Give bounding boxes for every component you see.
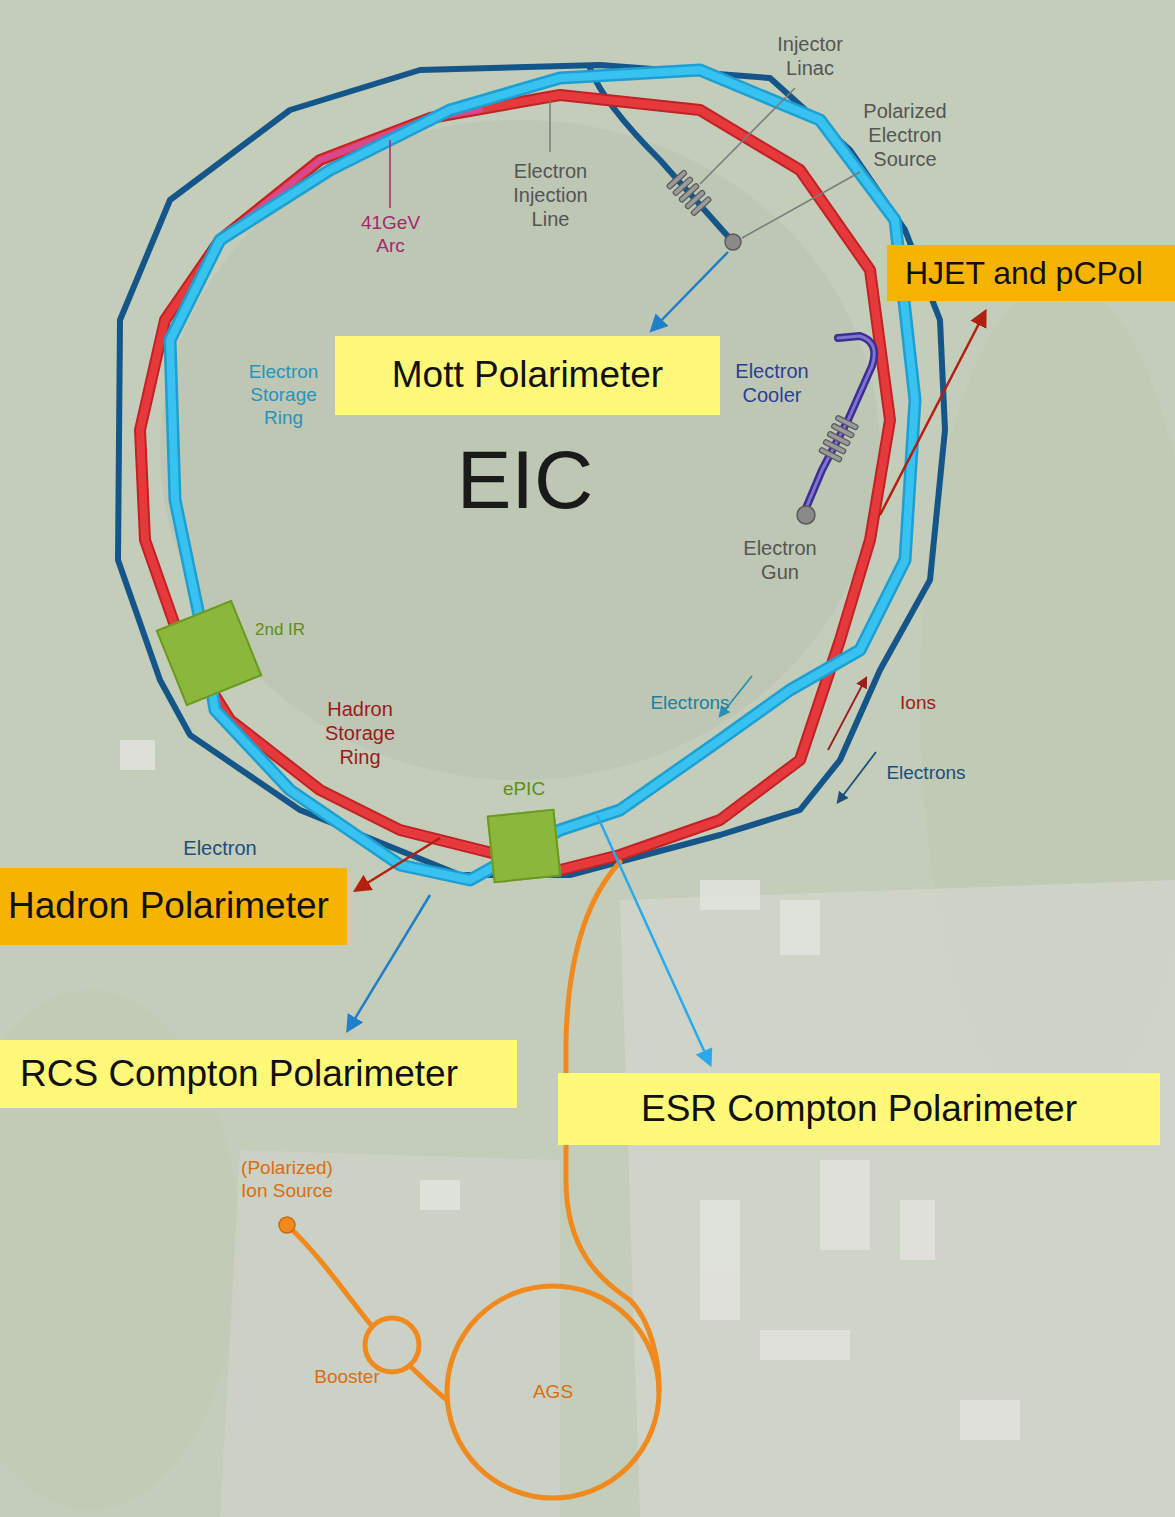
map-label: Booster xyxy=(297,1366,397,1389)
direction-arrow xyxy=(828,678,866,750)
polarimeter-name: ESR Compton Polarimeter xyxy=(641,1088,1077,1131)
pointer-arrow xyxy=(597,815,710,1064)
interaction-region: ePIC xyxy=(490,812,558,880)
electron-gun-dot xyxy=(797,506,815,524)
pointer-arrow xyxy=(880,312,985,515)
electron-source-dot xyxy=(725,234,741,250)
forest-patch xyxy=(160,120,880,780)
campus-area xyxy=(220,1150,560,1517)
map-label: Electron Storage Ring xyxy=(236,361,331,429)
direction-arrow xyxy=(838,752,876,802)
green-square xyxy=(487,809,562,884)
map-label: Hadron Storage Ring xyxy=(305,697,415,769)
linac-coil xyxy=(666,170,711,216)
pointer-arrow xyxy=(348,895,430,1030)
map-label: Injector Linac xyxy=(760,32,860,80)
polarimeter-box: Mott Polarimeter xyxy=(335,336,720,415)
hadron-injector xyxy=(287,862,659,1498)
polarimeter-name: Mott Polarimeter xyxy=(392,354,663,397)
map-label: AGS xyxy=(513,1381,593,1404)
polarimeter-box: RCS Compton Polarimeter xyxy=(0,1040,517,1108)
electron-cooler xyxy=(806,336,874,508)
ion-source-dot xyxy=(279,1217,295,1233)
polarimeter-name: RCS Compton Polarimeter xyxy=(20,1053,458,1096)
map-label: Electrons xyxy=(866,762,986,785)
interaction-region: 2nd IR xyxy=(168,612,250,694)
polarimeter-box: Hadron Polarimeter xyxy=(0,868,347,945)
map-label: Electron xyxy=(160,836,280,860)
electron-rcs-ring xyxy=(118,65,945,875)
map-label: Electron Cooler xyxy=(722,359,822,407)
polarimeter-name: Hadron Polarimeter xyxy=(8,885,329,928)
leader-line xyxy=(389,140,391,208)
region-label: ePIC xyxy=(470,778,578,800)
polarimeter-name: HJET and pCPol xyxy=(905,255,1143,292)
leader-line xyxy=(550,88,860,238)
map-label: Electrons xyxy=(630,692,750,715)
map-label: Polarized Electron Source xyxy=(845,99,965,171)
campus-area xyxy=(620,880,1175,1517)
map-label: 41GeV Arc xyxy=(353,212,428,258)
electron-cooler xyxy=(806,336,874,508)
green-square xyxy=(156,600,263,707)
map-label: Electron Injection Line xyxy=(498,159,603,231)
map-label: Ions xyxy=(888,692,948,715)
pointer-arrow xyxy=(652,252,728,330)
pointer-arrow xyxy=(356,838,440,890)
map-label: Electron Gun xyxy=(730,536,830,584)
region-label: 2nd IR xyxy=(255,620,305,640)
electron-storage-ring xyxy=(170,70,915,880)
polarimeter-box: ESR Compton Polarimeter xyxy=(558,1073,1160,1145)
injector-linac-line xyxy=(590,68,733,242)
map-label: EIC xyxy=(375,431,675,529)
cooler-coil xyxy=(819,415,859,462)
electron-storage-ring xyxy=(170,70,915,880)
polarimeter-box: HJET and pCPol xyxy=(887,245,1175,301)
map-label: (Polarized) Ion Source xyxy=(231,1157,343,1203)
